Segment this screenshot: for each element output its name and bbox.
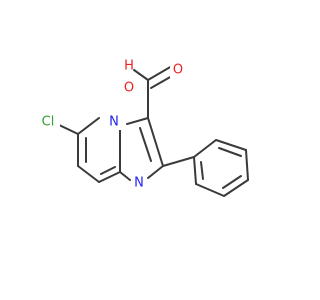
cl-label-bg: [38, 114, 60, 130]
bond-n-c3: [126, 117, 149, 125]
bond-c6-c7: [77, 165, 100, 183]
bond-c7-c8: [98, 171, 121, 183]
carboxyl-bonds: [133, 65, 173, 119]
phenyl-bond-6: [193, 156, 197, 185]
o-hydroxyl-label-bg: [121, 80, 137, 96]
bond-n1-c8a: [119, 171, 131, 181]
molecule-structure: Cl N N O O H: [38, 58, 249, 197]
o-carbonyl-label-bg: [170, 62, 186, 78]
phenyl-bond-2: [215, 139, 247, 151]
phenyl-bond-3: [245, 149, 249, 181]
oxygen-carbonyl-atom-label: O: [173, 63, 183, 78]
oxygen-hydroxyl-atom-label: O: [124, 81, 134, 96]
imidazole-ring-bonds: [119, 117, 164, 181]
bond-c-o-double: [147, 65, 173, 81]
bond-c3-c2: [147, 117, 164, 167]
phenyl-bond-1: [193, 139, 217, 158]
phenyl-double-1: [218, 147, 242, 157]
nitrogen-bridge-atom-label: N: [109, 115, 119, 130]
phenyl-ring-bonds: [162, 139, 249, 197]
atom-labels: Cl N N O O H: [38, 59, 186, 191]
bond-c2-phenyl: [162, 156, 195, 167]
bond-c-oh: [133, 69, 149, 81]
bond-c6-cl: [56, 123, 79, 135]
hydroxyl-hydrogen-atom-label: H: [124, 59, 134, 74]
bond-c-o-double-2: [150, 75, 173, 89]
n-bridge-label-bg: [106, 114, 122, 130]
chlorine-atom-label: Cl: [42, 115, 55, 130]
phenyl-bond-5: [195, 183, 225, 197]
phenyl-double-2: [222, 175, 242, 189]
bond-c2-n1: [147, 165, 164, 179]
bond-c3-c2-double: [139, 127, 152, 162]
phenyl-bond-4: [223, 179, 249, 197]
bond-c7-c8-double: [100, 166, 116, 175]
nitrogen-imine-atom-label: N: [134, 176, 144, 191]
n-imine-label-bg: [131, 175, 147, 191]
phenyl-double-3: [200, 161, 204, 180]
pyridine-ring-bonds: [56, 117, 121, 183]
bond-c5-n: [77, 117, 100, 135]
